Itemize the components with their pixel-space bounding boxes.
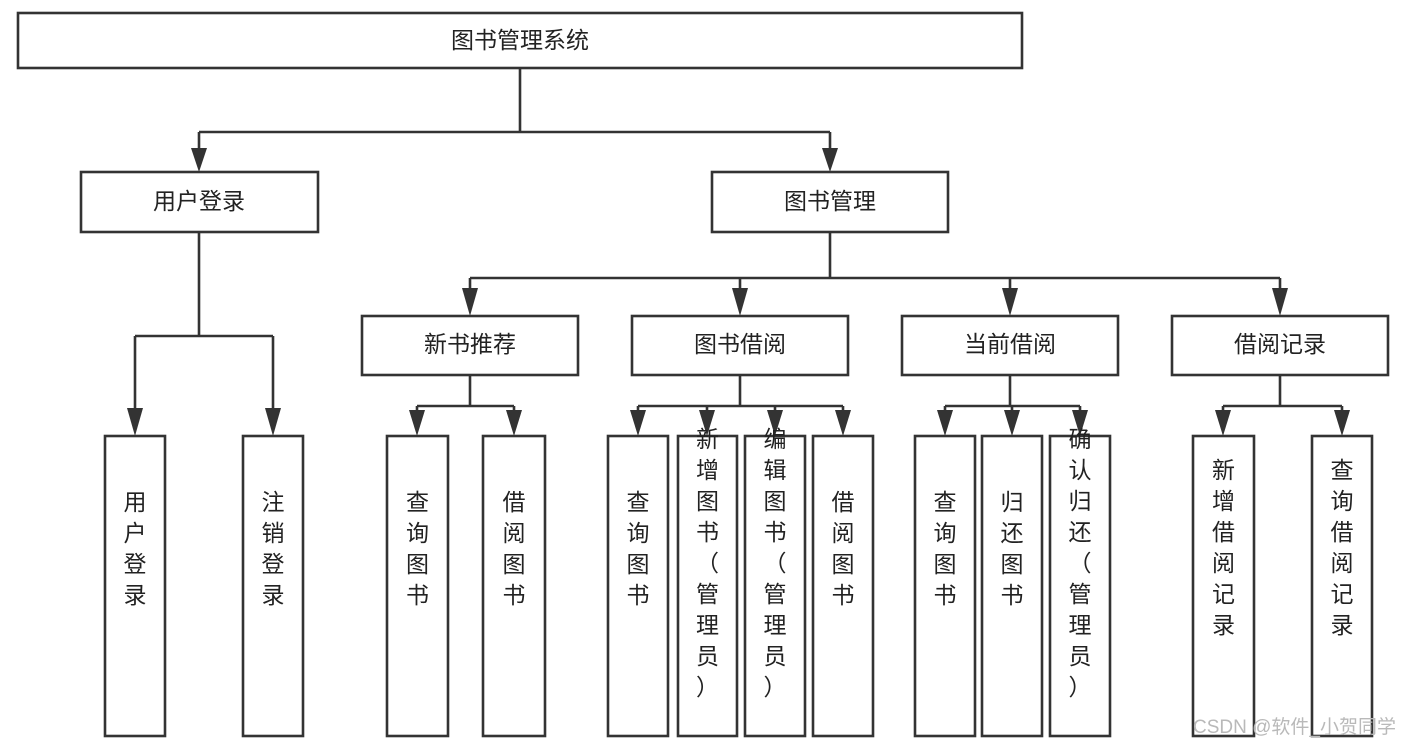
- node-leaf-borrow-book-1-box[interactable]: [481, 434, 547, 738]
- node-new-book-recommend-box[interactable]: [360, 314, 580, 377]
- node-book-borrow-box[interactable]: [630, 314, 850, 377]
- arrow-head-leaf-query-record: [1334, 410, 1350, 436]
- node-leaf-query-book-3[interactable]: 查询图书: [913, 434, 977, 738]
- arrow-head-current-borrow: [1002, 288, 1018, 316]
- node-root[interactable]: 图书管理系统: [16, 11, 1024, 70]
- node-leaf-user-login-label: 用户登录: [124, 489, 147, 608]
- arrow-head-book-borrow: [732, 288, 748, 316]
- node-leaf-user-login[interactable]: 用户登录: [103, 434, 167, 738]
- node-leaf-return-book[interactable]: 归还图书: [980, 434, 1044, 738]
- node-leaf-confirm-return[interactable]: 确认归还（管理员）: [1048, 426, 1112, 738]
- node-new-book-recommend-label: 新书推荐: [424, 331, 516, 357]
- node-borrow-record-label: 借阅记录: [1234, 331, 1326, 357]
- arrow-head-leaf-return-book: [1004, 410, 1020, 436]
- node-leaf-confirm-return-box[interactable]: [1048, 434, 1112, 738]
- node-leaf-query-book-1[interactable]: 查询图书: [385, 434, 450, 738]
- node-user-login-label: 用户登录: [153, 188, 245, 214]
- node-leaf-borrow-book-2[interactable]: 借阅图书: [811, 434, 875, 738]
- node-leaf-query-record-label: 查询借阅记录: [1331, 457, 1354, 638]
- node-leaf-query-book-3-label: 查询图书: [934, 489, 957, 608]
- node-leaf-logout[interactable]: 注销登录: [241, 434, 305, 738]
- arrow-head-new-book-recommend: [462, 288, 478, 316]
- csdn-watermark: CSDN @软件_小贺同学: [1193, 716, 1396, 738]
- node-leaf-query-book-1-label: 查询图书: [406, 489, 429, 608]
- node-leaf-query-book-3-box[interactable]: [913, 434, 977, 738]
- node-borrow-record[interactable]: 借阅记录: [1170, 314, 1390, 377]
- node-root-box[interactable]: [16, 11, 1024, 70]
- node-user-login[interactable]: 用户登录: [79, 170, 320, 234]
- node-new-book-recommend[interactable]: 新书推荐: [360, 314, 580, 377]
- arrow-head-leaf-user-login: [127, 408, 143, 436]
- arrow-head-leaf-confirm-return: [1072, 410, 1088, 436]
- node-leaf-edit-book-label: 编辑图书（管理员）: [764, 426, 787, 700]
- node-leaf-add-book[interactable]: 新增图书（管理员）: [676, 426, 739, 738]
- node-leaf-logout-box[interactable]: [241, 434, 305, 738]
- node-leaf-borrow-book-2-box[interactable]: [811, 434, 875, 738]
- arrow-head-leaf-logout: [265, 408, 281, 436]
- arrow-head-user-login: [191, 148, 207, 172]
- node-borrow-record-box[interactable]: [1170, 314, 1390, 377]
- node-root-label: 图书管理系统: [451, 27, 589, 53]
- arrow-head-leaf-query-book-3: [937, 410, 953, 436]
- arrow-head-leaf-query-book-2: [630, 410, 646, 436]
- node-leaf-borrow-book-1-label: 借阅图书: [503, 489, 526, 608]
- node-leaf-query-book-2[interactable]: 查询图书: [606, 434, 670, 738]
- arrow-head-leaf-edit-book: [767, 410, 783, 436]
- node-leaf-query-record[interactable]: 查询借阅记录: [1310, 434, 1374, 738]
- node-leaf-add-record[interactable]: 新增借阅记录: [1191, 434, 1256, 738]
- node-leaf-add-record-label: 新增借阅记录: [1212, 457, 1235, 638]
- node-leaf-add-record-box[interactable]: [1191, 434, 1256, 738]
- node-book-borrow[interactable]: 图书借阅: [630, 314, 850, 377]
- arrow-head-leaf-query-book-1: [409, 410, 425, 436]
- node-leaf-add-book-box[interactable]: [676, 434, 739, 738]
- node-book-manage-box[interactable]: [710, 170, 950, 234]
- node-leaf-return-book-label: 归还图书: [1001, 489, 1024, 608]
- node-book-manage-label: 图书管理: [784, 188, 876, 214]
- arrow-head-leaf-borrow-book-2: [835, 410, 851, 436]
- leaf-node-layer: 用户登录 注销登录 查询图书 借阅图书 查询图书 新增图书（管理员） 编辑图书（管理员） 借阅…: [103, 426, 1374, 738]
- node-leaf-logout-label: 注销登录: [262, 489, 285, 608]
- node-leaf-return-book-box[interactable]: [980, 434, 1044, 738]
- node-book-manage[interactable]: 图书管理: [710, 170, 950, 234]
- node-current-borrow-label: 当前借阅: [964, 331, 1056, 357]
- node-user-login-box[interactable]: [79, 170, 320, 234]
- connector-layer: [127, 68, 1350, 436]
- arrow-head-borrow-record: [1272, 288, 1288, 316]
- node-leaf-query-record-box[interactable]: [1310, 434, 1374, 738]
- arrow-head-leaf-add-record: [1215, 410, 1231, 436]
- node-leaf-borrow-book-1[interactable]: 借阅图书: [481, 434, 547, 738]
- node-leaf-edit-book[interactable]: 编辑图书（管理员）: [743, 426, 807, 738]
- node-leaf-edit-book-box[interactable]: [743, 434, 807, 738]
- node-leaf-user-login-box[interactable]: [103, 434, 167, 738]
- arrow-head-leaf-borrow-book-1: [506, 410, 522, 436]
- node-leaf-query-book-2-label: 查询图书: [627, 489, 650, 608]
- node-current-borrow[interactable]: 当前借阅: [900, 314, 1120, 377]
- node-leaf-query-book-1-box[interactable]: [385, 434, 450, 738]
- arrow-head-book-manage: [822, 148, 838, 172]
- arrow-head-leaf-add-book: [699, 410, 715, 436]
- node-current-borrow-box[interactable]: [900, 314, 1120, 377]
- node-book-borrow-label: 图书借阅: [694, 331, 786, 357]
- node-leaf-add-book-label: 新增图书（管理员）: [696, 426, 719, 700]
- node-leaf-borrow-book-2-label: 借阅图书: [832, 489, 855, 608]
- node-leaf-query-book-2-box[interactable]: [606, 434, 670, 738]
- node-leaf-confirm-return-label: 确认归还（管理员）: [1069, 426, 1092, 700]
